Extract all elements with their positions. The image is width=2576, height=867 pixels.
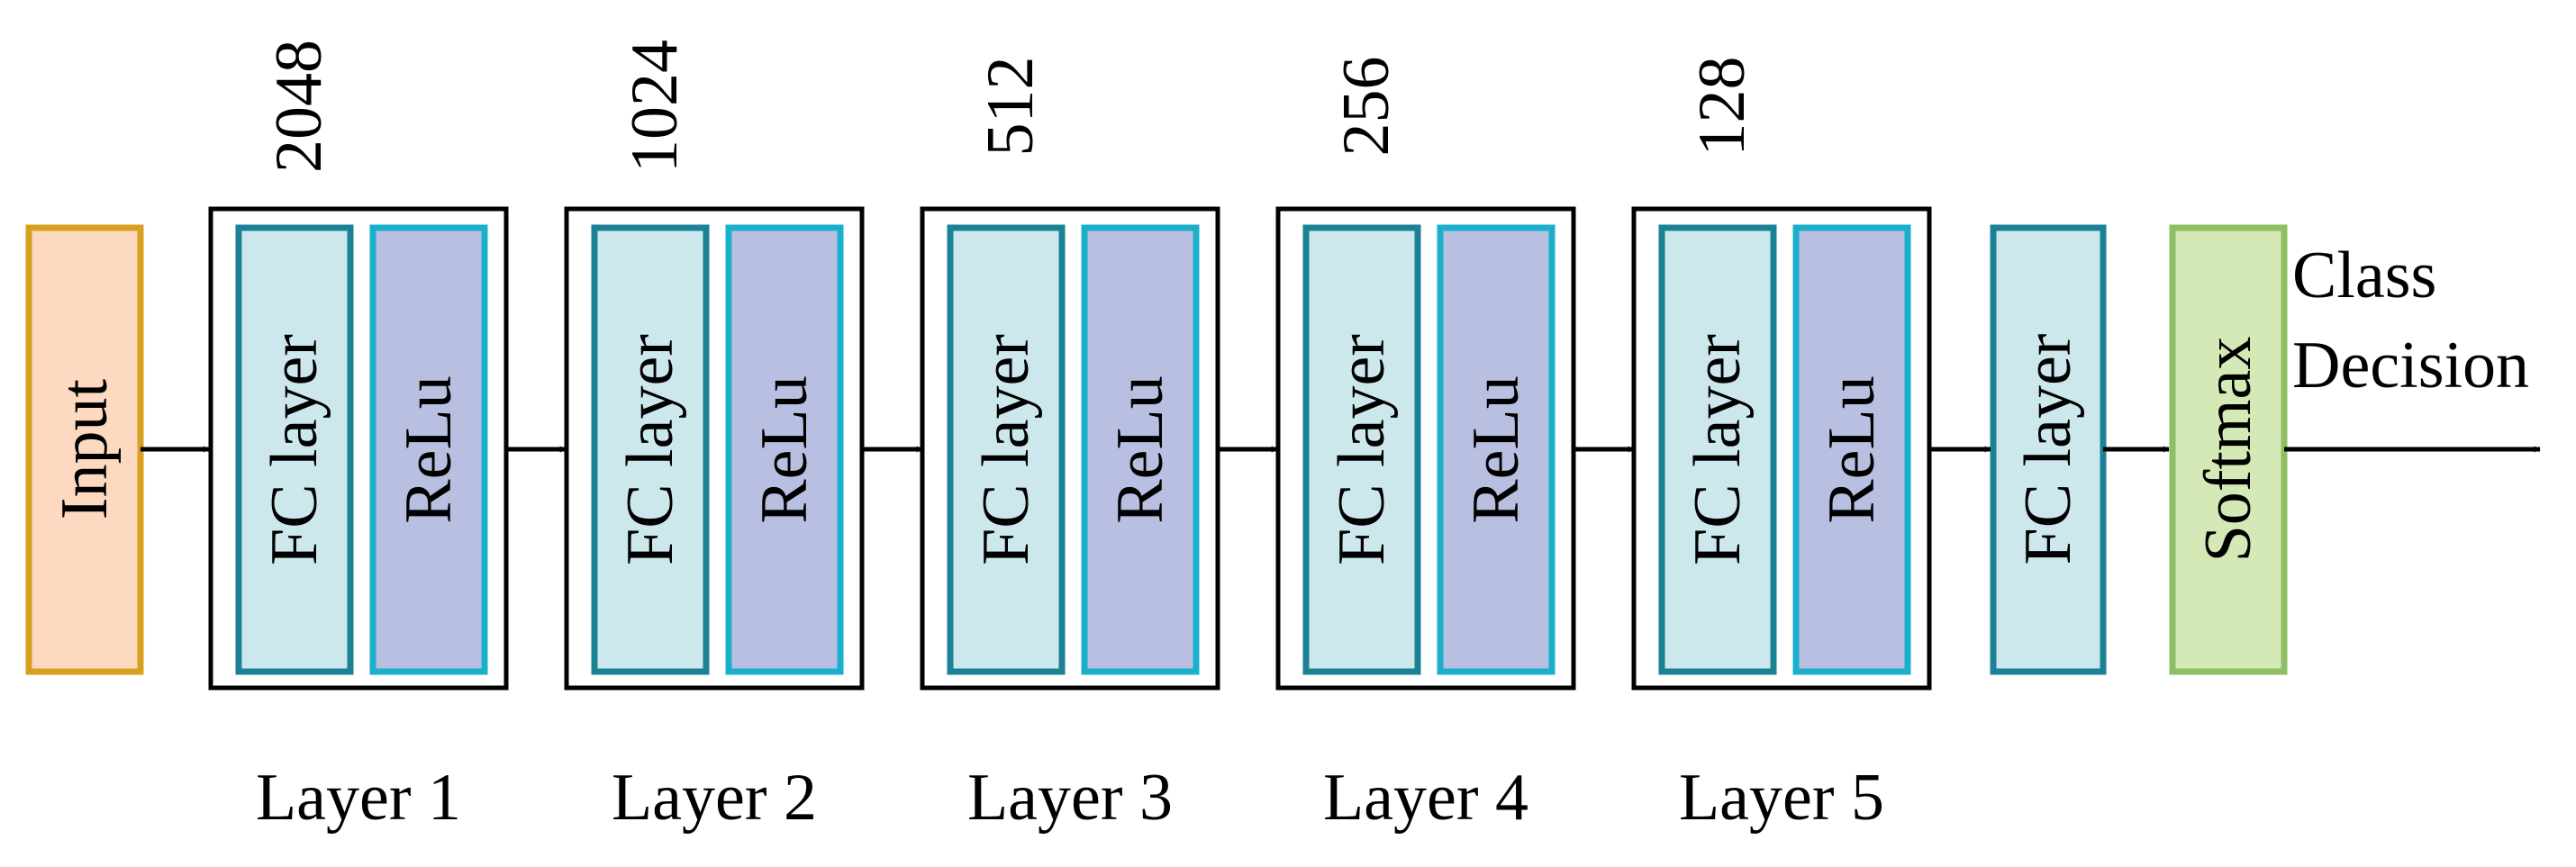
layer-2-name: Layer 2 [612, 761, 817, 835]
layer-1-units: 2048 [262, 40, 336, 173]
layer-5-name: Layer 5 [1679, 761, 1884, 835]
layer-1-relu-block [369, 224, 488, 675]
final-fc-block [1990, 224, 2107, 675]
layer-1-fc-block [235, 224, 354, 675]
layer-2-fc-block [591, 224, 710, 675]
output-label-line2: Decision [2292, 329, 2529, 402]
layer-3-relu-block [1081, 224, 1200, 675]
layer-4-relu-label: ReLu [1459, 375, 1533, 523]
input-block [25, 224, 144, 675]
layer-5-fc-label: FC layer [1681, 334, 1755, 565]
layer-4-fc-block [1302, 224, 1421, 675]
layer-5-units: 128 [1685, 57, 1759, 157]
layer-5-relu-label: ReLu [1815, 375, 1889, 523]
layer-4-units: 256 [1329, 57, 1403, 157]
final-fc-label: FC layer [2011, 334, 2085, 565]
softmax-label: Softmax [2191, 337, 2265, 563]
layer-2-units: 1024 [618, 40, 692, 173]
layer-2-relu-label: ReLu [748, 375, 821, 523]
layer-1-name: Layer 1 [256, 761, 461, 835]
layer-3-name: Layer 3 [967, 761, 1173, 835]
layer-2-relu-block [725, 224, 844, 675]
input-label: Input [48, 378, 122, 519]
layer-3-units: 512 [974, 57, 1048, 157]
layer-1-relu-label: ReLu [392, 375, 466, 523]
layer-4-fc-label: FC layer [1325, 334, 1399, 565]
layer-5-relu-block [1792, 224, 1911, 675]
layer-5-fc-block [1658, 224, 1777, 675]
layer-4-name: Layer 4 [1323, 761, 1528, 835]
layer-4-relu-block [1437, 224, 1556, 675]
layer-2-fc-label: FC layer [613, 334, 687, 565]
layer-1-fc-label: FC layer [258, 334, 331, 565]
layer-3-relu-label: ReLu [1103, 375, 1177, 523]
output-label-line1: Class [2292, 239, 2436, 312]
layer-3-fc-block [947, 224, 1066, 675]
layer-3-fc-label: FC layer [969, 334, 1043, 565]
